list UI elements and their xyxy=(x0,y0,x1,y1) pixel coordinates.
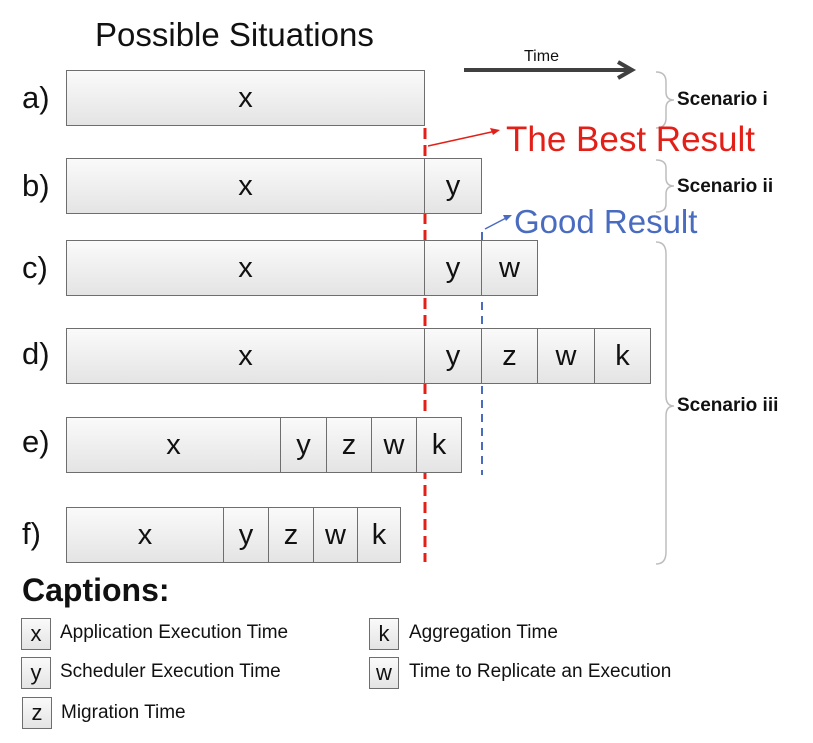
segment-x: x xyxy=(66,70,425,126)
segment-k: k xyxy=(416,417,462,473)
segment-z: z xyxy=(268,507,314,563)
caption-text-k: Aggregation Time xyxy=(409,622,558,643)
captions-title: Captions: xyxy=(22,572,170,608)
best-result-pointer xyxy=(427,130,497,147)
segment-z: z xyxy=(481,328,538,384)
segment-k: k xyxy=(357,507,401,563)
caption-text-x: Application Execution Time xyxy=(60,622,289,643)
caption-text-w: Time to Replicate an Execution xyxy=(409,661,672,682)
segment-y: y xyxy=(424,158,482,214)
segment-w: w xyxy=(313,507,358,563)
row-label-f: f) xyxy=(22,516,41,551)
good-result-pointer xyxy=(484,216,509,230)
scenario-ii-label: Scenario ii xyxy=(677,176,774,197)
time-arrowhead xyxy=(617,60,637,80)
segment-z: z xyxy=(326,417,372,473)
caption-text-z: Migration Time xyxy=(61,702,186,723)
row-label-c: c) xyxy=(22,250,48,285)
best-result-pointer-head xyxy=(490,128,500,135)
good-result-label: Good Result xyxy=(514,203,698,240)
scenario-iii-brace xyxy=(655,241,675,565)
best-result-label: The Best Result xyxy=(506,120,755,159)
caption-key-x: x xyxy=(21,618,51,650)
segment-x: x xyxy=(66,328,425,384)
good-result-pointer-head xyxy=(503,215,512,221)
segment-x: x xyxy=(66,158,425,214)
caption-key-y: y xyxy=(21,657,51,689)
segment-w: w xyxy=(537,328,595,384)
scenario-ii-brace xyxy=(655,159,675,213)
segment-x: x xyxy=(66,240,425,296)
segment-y: y xyxy=(223,507,269,563)
segment-w: w xyxy=(481,240,538,296)
row-label-e: e) xyxy=(22,424,50,459)
caption-text-y: Scheduler Execution Time xyxy=(60,661,281,682)
caption-key-z: z xyxy=(22,697,52,729)
caption-key-w: w xyxy=(369,657,399,689)
row-label-b: b) xyxy=(22,168,50,203)
segment-y: y xyxy=(424,328,482,384)
segment-k: k xyxy=(594,328,651,384)
scenario-i-brace xyxy=(655,71,675,129)
diagram-title: Possible Situations xyxy=(95,16,374,53)
row-label-a: a) xyxy=(22,80,50,115)
segment-x: x xyxy=(66,507,224,563)
segment-w: w xyxy=(371,417,417,473)
caption-key-k: k xyxy=(369,618,399,650)
scenario-i-label: Scenario i xyxy=(677,89,768,110)
scenario-iii-label: Scenario iii xyxy=(677,395,779,416)
time-axis-label: Time xyxy=(524,48,559,65)
segment-y: y xyxy=(280,417,327,473)
segment-y: y xyxy=(424,240,482,296)
row-label-d: d) xyxy=(22,336,50,371)
segment-x: x xyxy=(66,417,281,473)
